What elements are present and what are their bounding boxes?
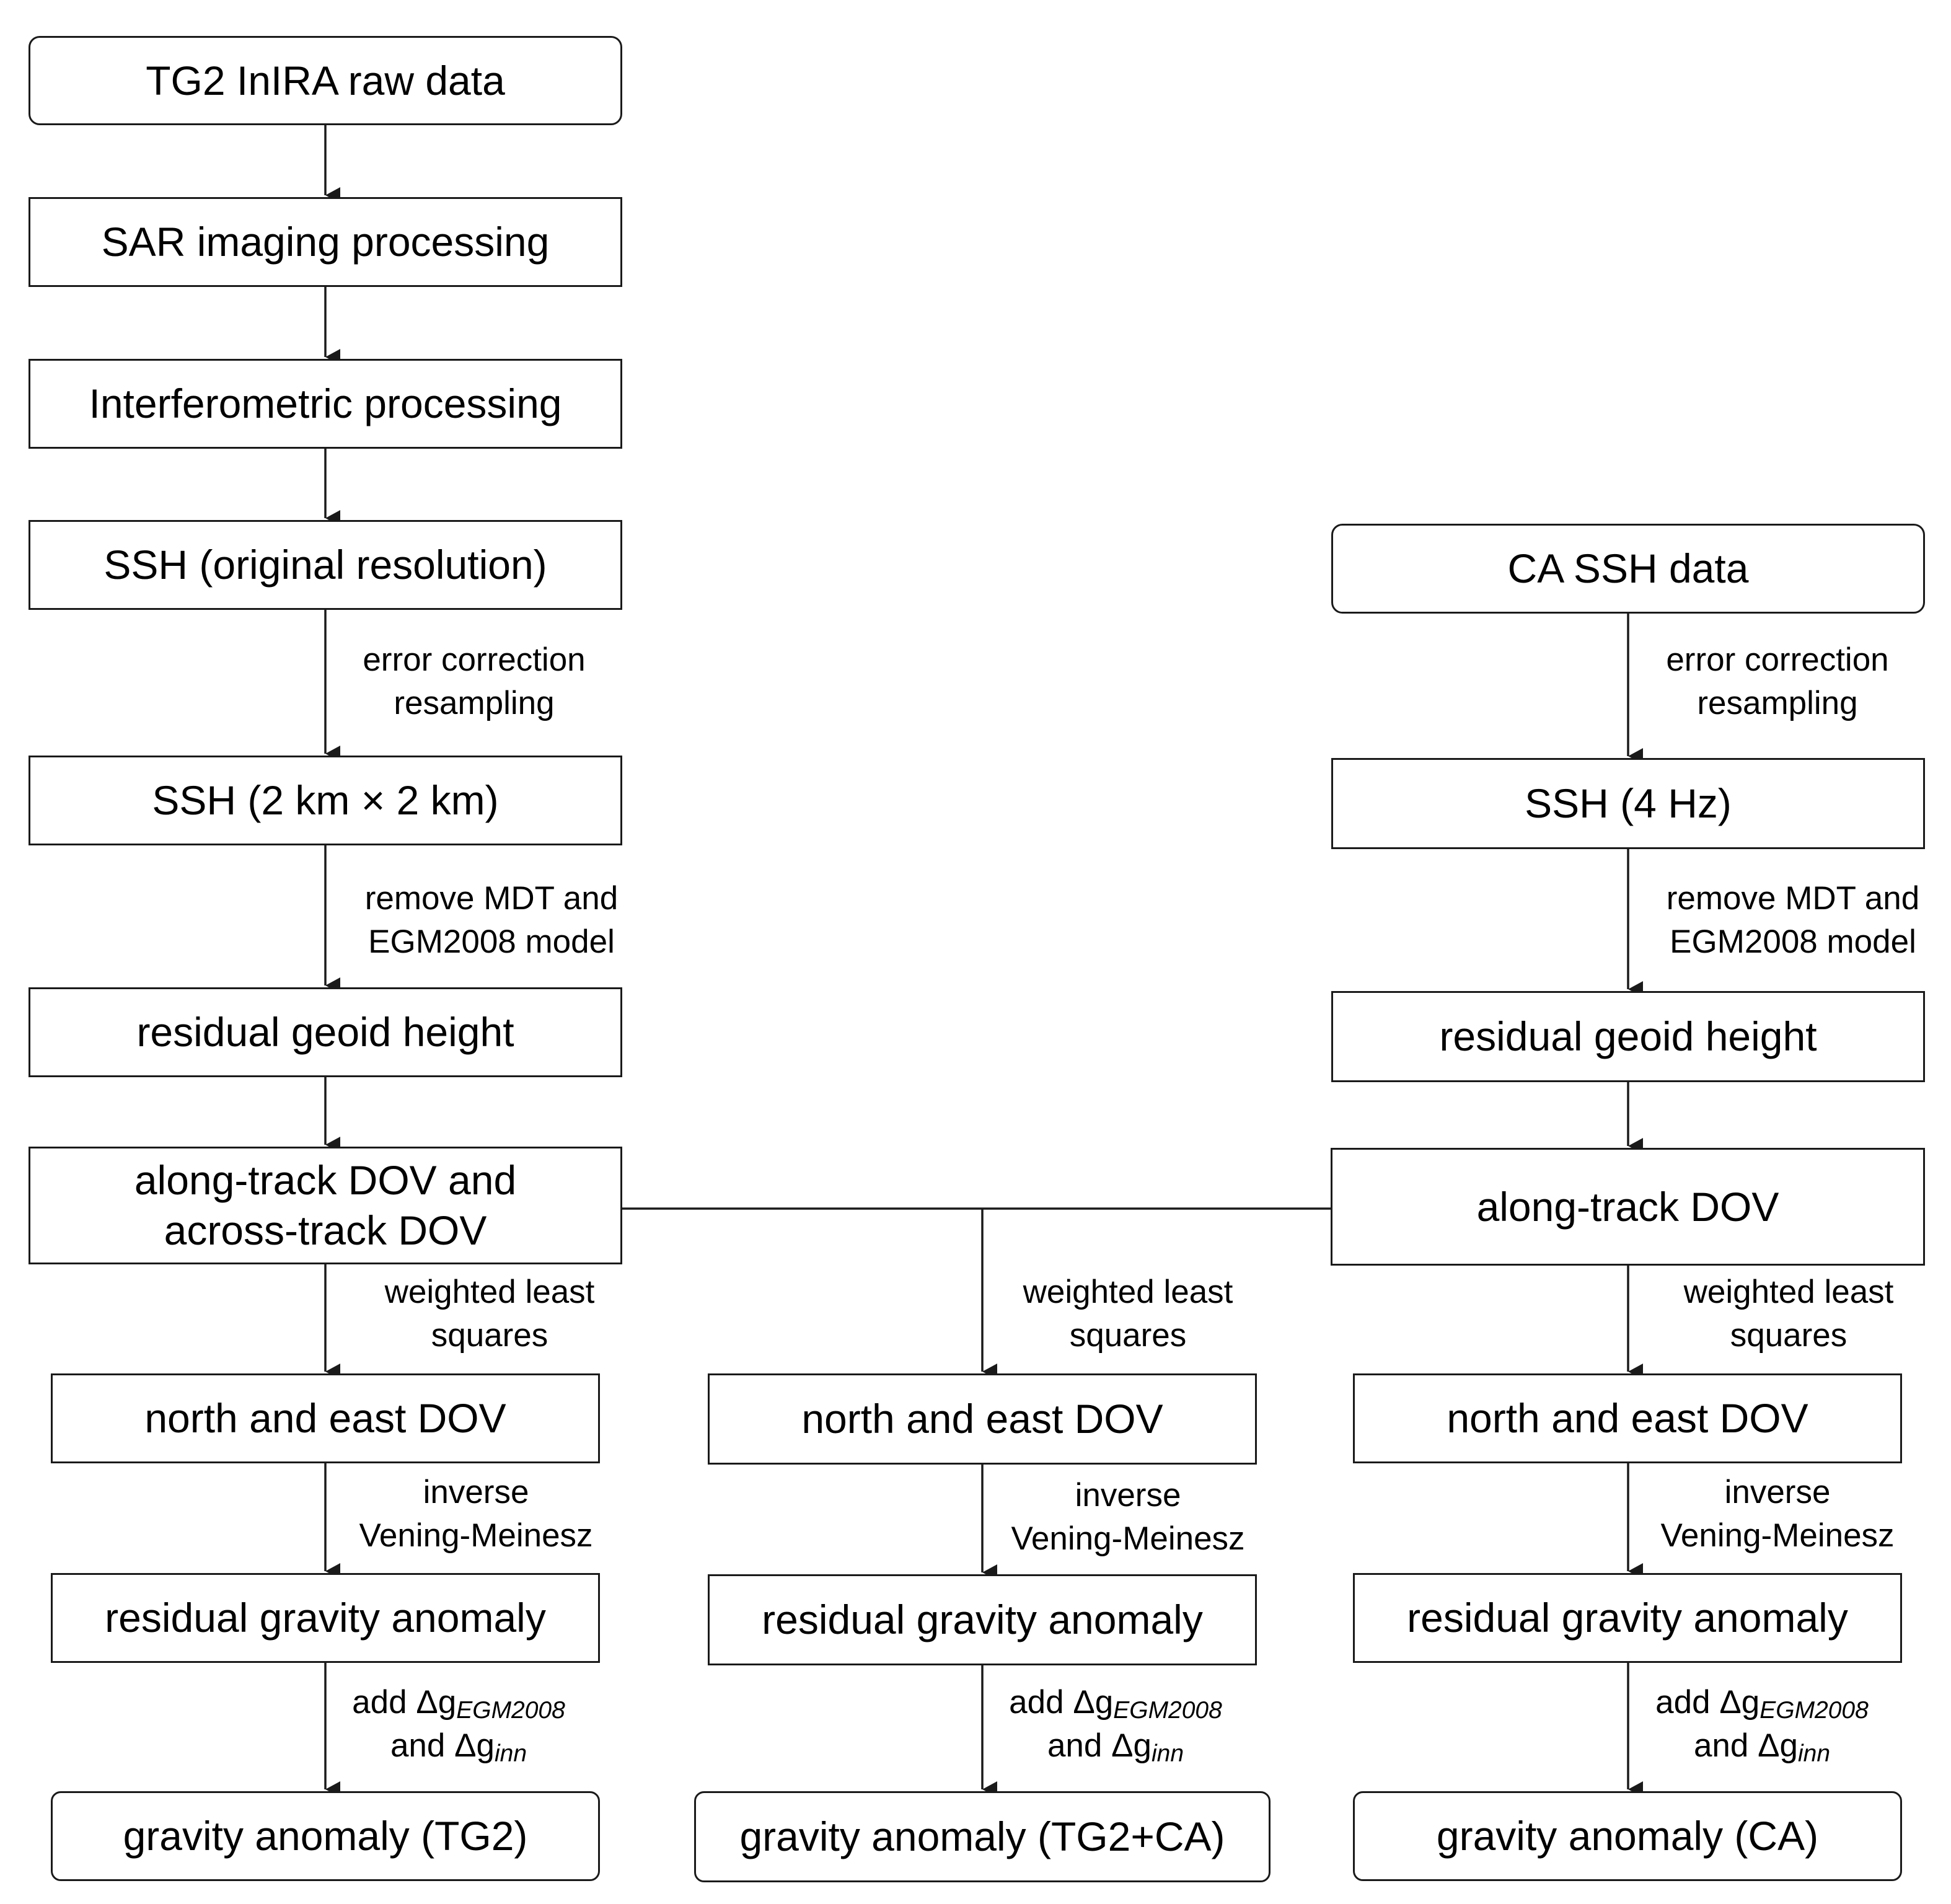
box-label: gravity anomaly (TG2) (123, 1813, 528, 1859)
label-line: add ΔgEGM2008 (335, 1681, 583, 1724)
label-subscript: inn (495, 1740, 527, 1768)
remove-mdt-label-right: remove MDT and EGM2008 model (1641, 877, 1945, 964)
along-track-dov-box: along-track DOV (1331, 1148, 1925, 1266)
error-correction-label-left: error correction resampling (335, 638, 614, 726)
label-text: add Δg (1009, 1684, 1114, 1721)
box-label: SSH (original resolution) (103, 542, 547, 588)
label-text: add Δg (1655, 1684, 1760, 1721)
label-line: Vening-Meinesz (1660, 1517, 1895, 1554)
box-label: gravity anomaly (TG2+CA) (739, 1814, 1225, 1860)
label-line: add ΔgEGM2008 (992, 1681, 1240, 1724)
weighted-least-squares-label-middle: weighted least squares (998, 1271, 1258, 1358)
weighted-least-squares-label-right: weighted least squares (1658, 1271, 1919, 1358)
residual-gravity-anomaly-box-left: residual gravity anomaly (51, 1573, 600, 1663)
label-subscript: EGM2008 (1759, 1697, 1869, 1724)
residual-geoid-height-box-right: residual geoid height (1331, 991, 1925, 1082)
tg2-raw-data-box: TG2 InIRA raw data (29, 36, 622, 125)
label-line: EGM2008 model (1670, 923, 1916, 961)
remove-mdt-label-left: remove MDT and EGM2008 model (340, 877, 643, 964)
label-line: and Δginn (992, 1724, 1240, 1768)
error-correction-label-right: error correction resampling (1638, 638, 1917, 726)
ssh-original-resolution-box: SSH (original resolution) (29, 520, 622, 610)
ssh-2km-box: SSH (2 km × 2 km) (29, 756, 622, 845)
label-line: Vening-Meinesz (359, 1517, 593, 1554)
label-line: add ΔgEGM2008 (1638, 1681, 1886, 1724)
box-label-line: across-track DOV (164, 1207, 487, 1253)
box-label: north and east DOV (801, 1396, 1163, 1442)
sar-imaging-box: SAR imaging processing (29, 197, 622, 287)
label-line: and Δginn (335, 1724, 583, 1768)
ssh-4hz-box: SSH (4 Hz) (1331, 758, 1925, 849)
label-text: and Δg (390, 1727, 495, 1765)
residual-geoid-height-box-left: residual geoid height (29, 987, 622, 1077)
residual-gravity-anomaly-box-middle: residual gravity anomaly (708, 1574, 1257, 1665)
inverse-vening-meinesz-label-right: inverse Vening-Meinesz (1641, 1471, 1914, 1558)
box-label: residual geoid height (1439, 1013, 1817, 1060)
inverse-vening-meinesz-label-middle: inverse Vening-Meinesz (992, 1474, 1264, 1561)
label-subscript: inn (1152, 1740, 1184, 1768)
label-line: remove MDT and (364, 880, 619, 917)
label-line: resampling (394, 685, 555, 722)
label-line: and Δginn (1638, 1724, 1886, 1768)
ca-ssh-data-box: CA SSH data (1331, 524, 1925, 614)
interferometric-processing-box: Interferometric processing (29, 359, 622, 449)
north-east-dov-box-left: north and east DOV (51, 1373, 600, 1463)
label-line: weighted least (1683, 1274, 1894, 1310)
inverse-vening-meinesz-label-left: inverse Vening-Meinesz (340, 1471, 612, 1558)
label-subscript: inn (1798, 1740, 1831, 1768)
box-label: residual gravity anomaly (105, 1595, 546, 1641)
along-across-track-dov-box: along-track DOV and across-track DOV (29, 1147, 622, 1264)
gravity-anomaly-tg2-ca-box: gravity anomaly (TG2+CA) (694, 1791, 1271, 1882)
north-east-dov-box-middle: north and east DOV (708, 1373, 1257, 1465)
add-delta-g-label-left: add ΔgEGM2008 and Δginn (335, 1681, 583, 1768)
weighted-least-squares-label-left: weighted least squares (359, 1271, 620, 1358)
add-delta-g-label-right: add ΔgEGM2008 and Δginn (1638, 1681, 1886, 1768)
box-label: SSH (4 Hz) (1525, 780, 1732, 827)
label-line: squares (1730, 1317, 1848, 1354)
residual-gravity-anomaly-box-right: residual gravity anomaly (1353, 1573, 1902, 1663)
box-label: north and east DOV (1447, 1395, 1808, 1442)
box-label: SAR imaging processing (101, 219, 550, 265)
label-line: remove MDT and (1666, 880, 1920, 917)
label-line: weighted least (1023, 1274, 1233, 1310)
label-text: and Δg (1693, 1727, 1798, 1765)
label-line: error correction (1666, 641, 1889, 678)
box-label: CA SSH data (1507, 545, 1749, 592)
box-label: residual gravity anomaly (762, 1597, 1203, 1643)
label-line: resampling (1697, 685, 1858, 722)
north-east-dov-box-right: north and east DOV (1353, 1373, 1902, 1463)
label-line: inverse (423, 1474, 529, 1510)
box-label: SSH (2 km × 2 km) (152, 777, 499, 824)
label-line: squares (1069, 1317, 1187, 1354)
gravity-anomaly-ca-box: gravity anomaly (CA) (1353, 1791, 1902, 1881)
box-label-line: along-track DOV and (134, 1157, 517, 1204)
label-line: squares (431, 1317, 548, 1354)
box-label: TG2 InIRA raw data (146, 57, 505, 104)
add-delta-g-label-middle: add ΔgEGM2008 and Δginn (992, 1681, 1240, 1768)
label-line: inverse (1724, 1474, 1831, 1510)
box-label: along-track DOV (1476, 1183, 1779, 1230)
label-line: error correction (363, 641, 586, 678)
gravity-anomaly-tg2-box: gravity anomaly (TG2) (51, 1791, 600, 1881)
label-line: EGM2008 model (368, 923, 615, 961)
box-label: residual geoid height (136, 1009, 514, 1056)
label-line: inverse (1075, 1477, 1181, 1514)
label-text: and Δg (1047, 1727, 1152, 1765)
box-label: Interferometric processing (89, 381, 562, 427)
box-label: gravity anomaly (CA) (1436, 1813, 1819, 1859)
label-text: add Δg (352, 1684, 457, 1721)
label-line: Vening-Meinesz (1011, 1520, 1245, 1558)
box-label: north and east DOV (144, 1395, 506, 1442)
label-line: weighted least (384, 1274, 595, 1310)
box-label: residual gravity anomaly (1407, 1595, 1848, 1641)
label-subscript: EGM2008 (456, 1697, 565, 1724)
label-subscript: EGM2008 (1113, 1697, 1222, 1724)
